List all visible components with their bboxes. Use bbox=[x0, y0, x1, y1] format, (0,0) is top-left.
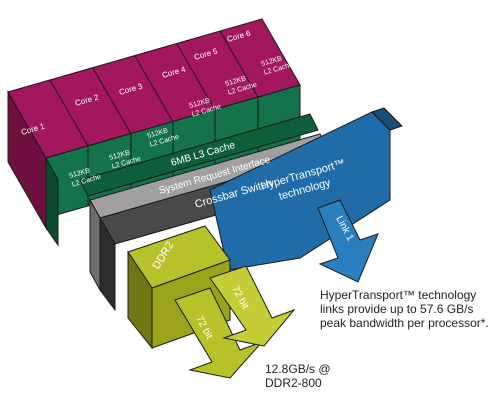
bus-arrow-1 bbox=[174, 287, 263, 379]
ddr-caption: 12.8GB/s @ DDR2-800 bbox=[265, 362, 331, 390]
hypertransport-block bbox=[209, 107, 403, 271]
ht-caption: HyperTransport™ technology links provide… bbox=[320, 288, 489, 330]
ddr-caption-line-1: 12.8GB/s @ bbox=[265, 362, 331, 376]
bus-arrow-2 bbox=[209, 265, 296, 347]
crossbar-front bbox=[99, 216, 116, 312]
link1-arrow bbox=[317, 199, 379, 283]
l3-cache-band bbox=[79, 113, 319, 197]
ht-caption-line-1: HyperTransport™ technology bbox=[320, 288, 477, 302]
ht-caption-line-2: links provide up to 57.6 GB/s bbox=[320, 302, 474, 316]
l2-left-face bbox=[45, 157, 59, 247]
ddr2-left bbox=[127, 250, 153, 350]
ht-caption-line-3: peak bandwidth per processor*. bbox=[320, 316, 489, 330]
core-tier bbox=[7, 18, 301, 230]
ddr-caption-line-2: DDR2-800 bbox=[265, 376, 322, 390]
